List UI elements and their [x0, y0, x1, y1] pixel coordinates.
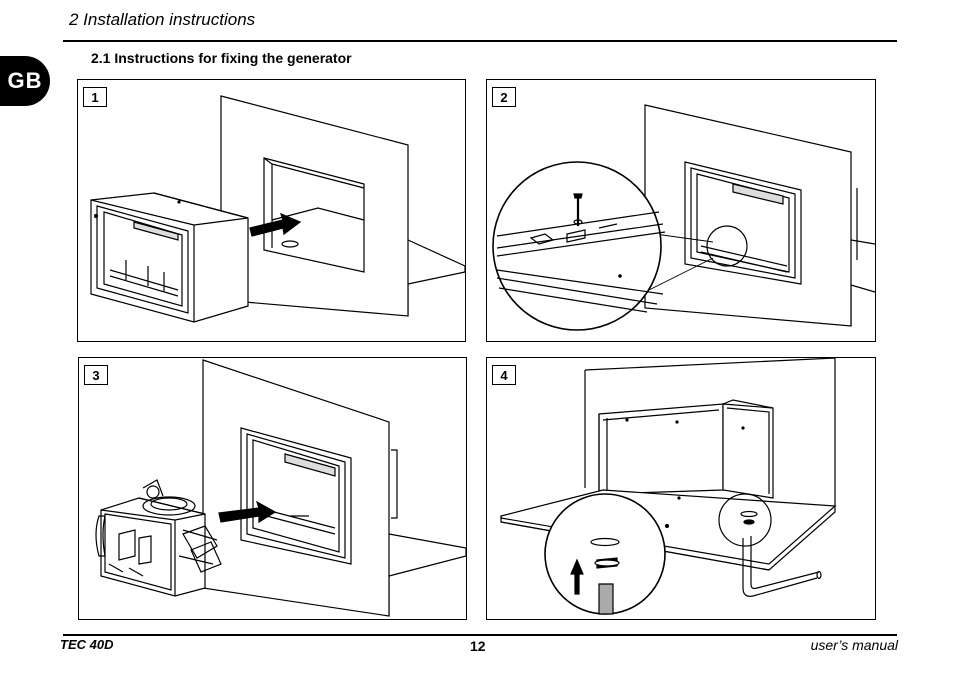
figure-3-illustration: [95, 359, 466, 617]
section-title: 2.1 Instructions for fixing the generato…: [91, 50, 352, 66]
figure-1-panel: 1: [77, 79, 466, 342]
footer-manual-label: user’s manual: [810, 637, 898, 653]
footer-rule: [63, 634, 897, 636]
figure-3-panel: 3: [78, 357, 467, 620]
figure-4-panel: 4: [486, 357, 876, 620]
figure-4-number: 4: [492, 365, 516, 385]
language-tab: GB: [0, 56, 50, 106]
figure-1-illustration: [90, 95, 465, 323]
page-header-title: 2 Installation instructions: [69, 10, 256, 29]
figure-1-number: 1: [83, 87, 107, 107]
figure-3-number: 3: [84, 365, 108, 385]
footer-model: TEC 40D: [60, 637, 114, 652]
page-number: 12: [470, 638, 486, 654]
figure-4-illustration: [500, 358, 837, 615]
figure-2-illustration: [492, 104, 875, 331]
figure-2-panel: 2: [486, 79, 876, 342]
header-rule: [63, 40, 897, 42]
figure-2-number: 2: [492, 87, 516, 107]
